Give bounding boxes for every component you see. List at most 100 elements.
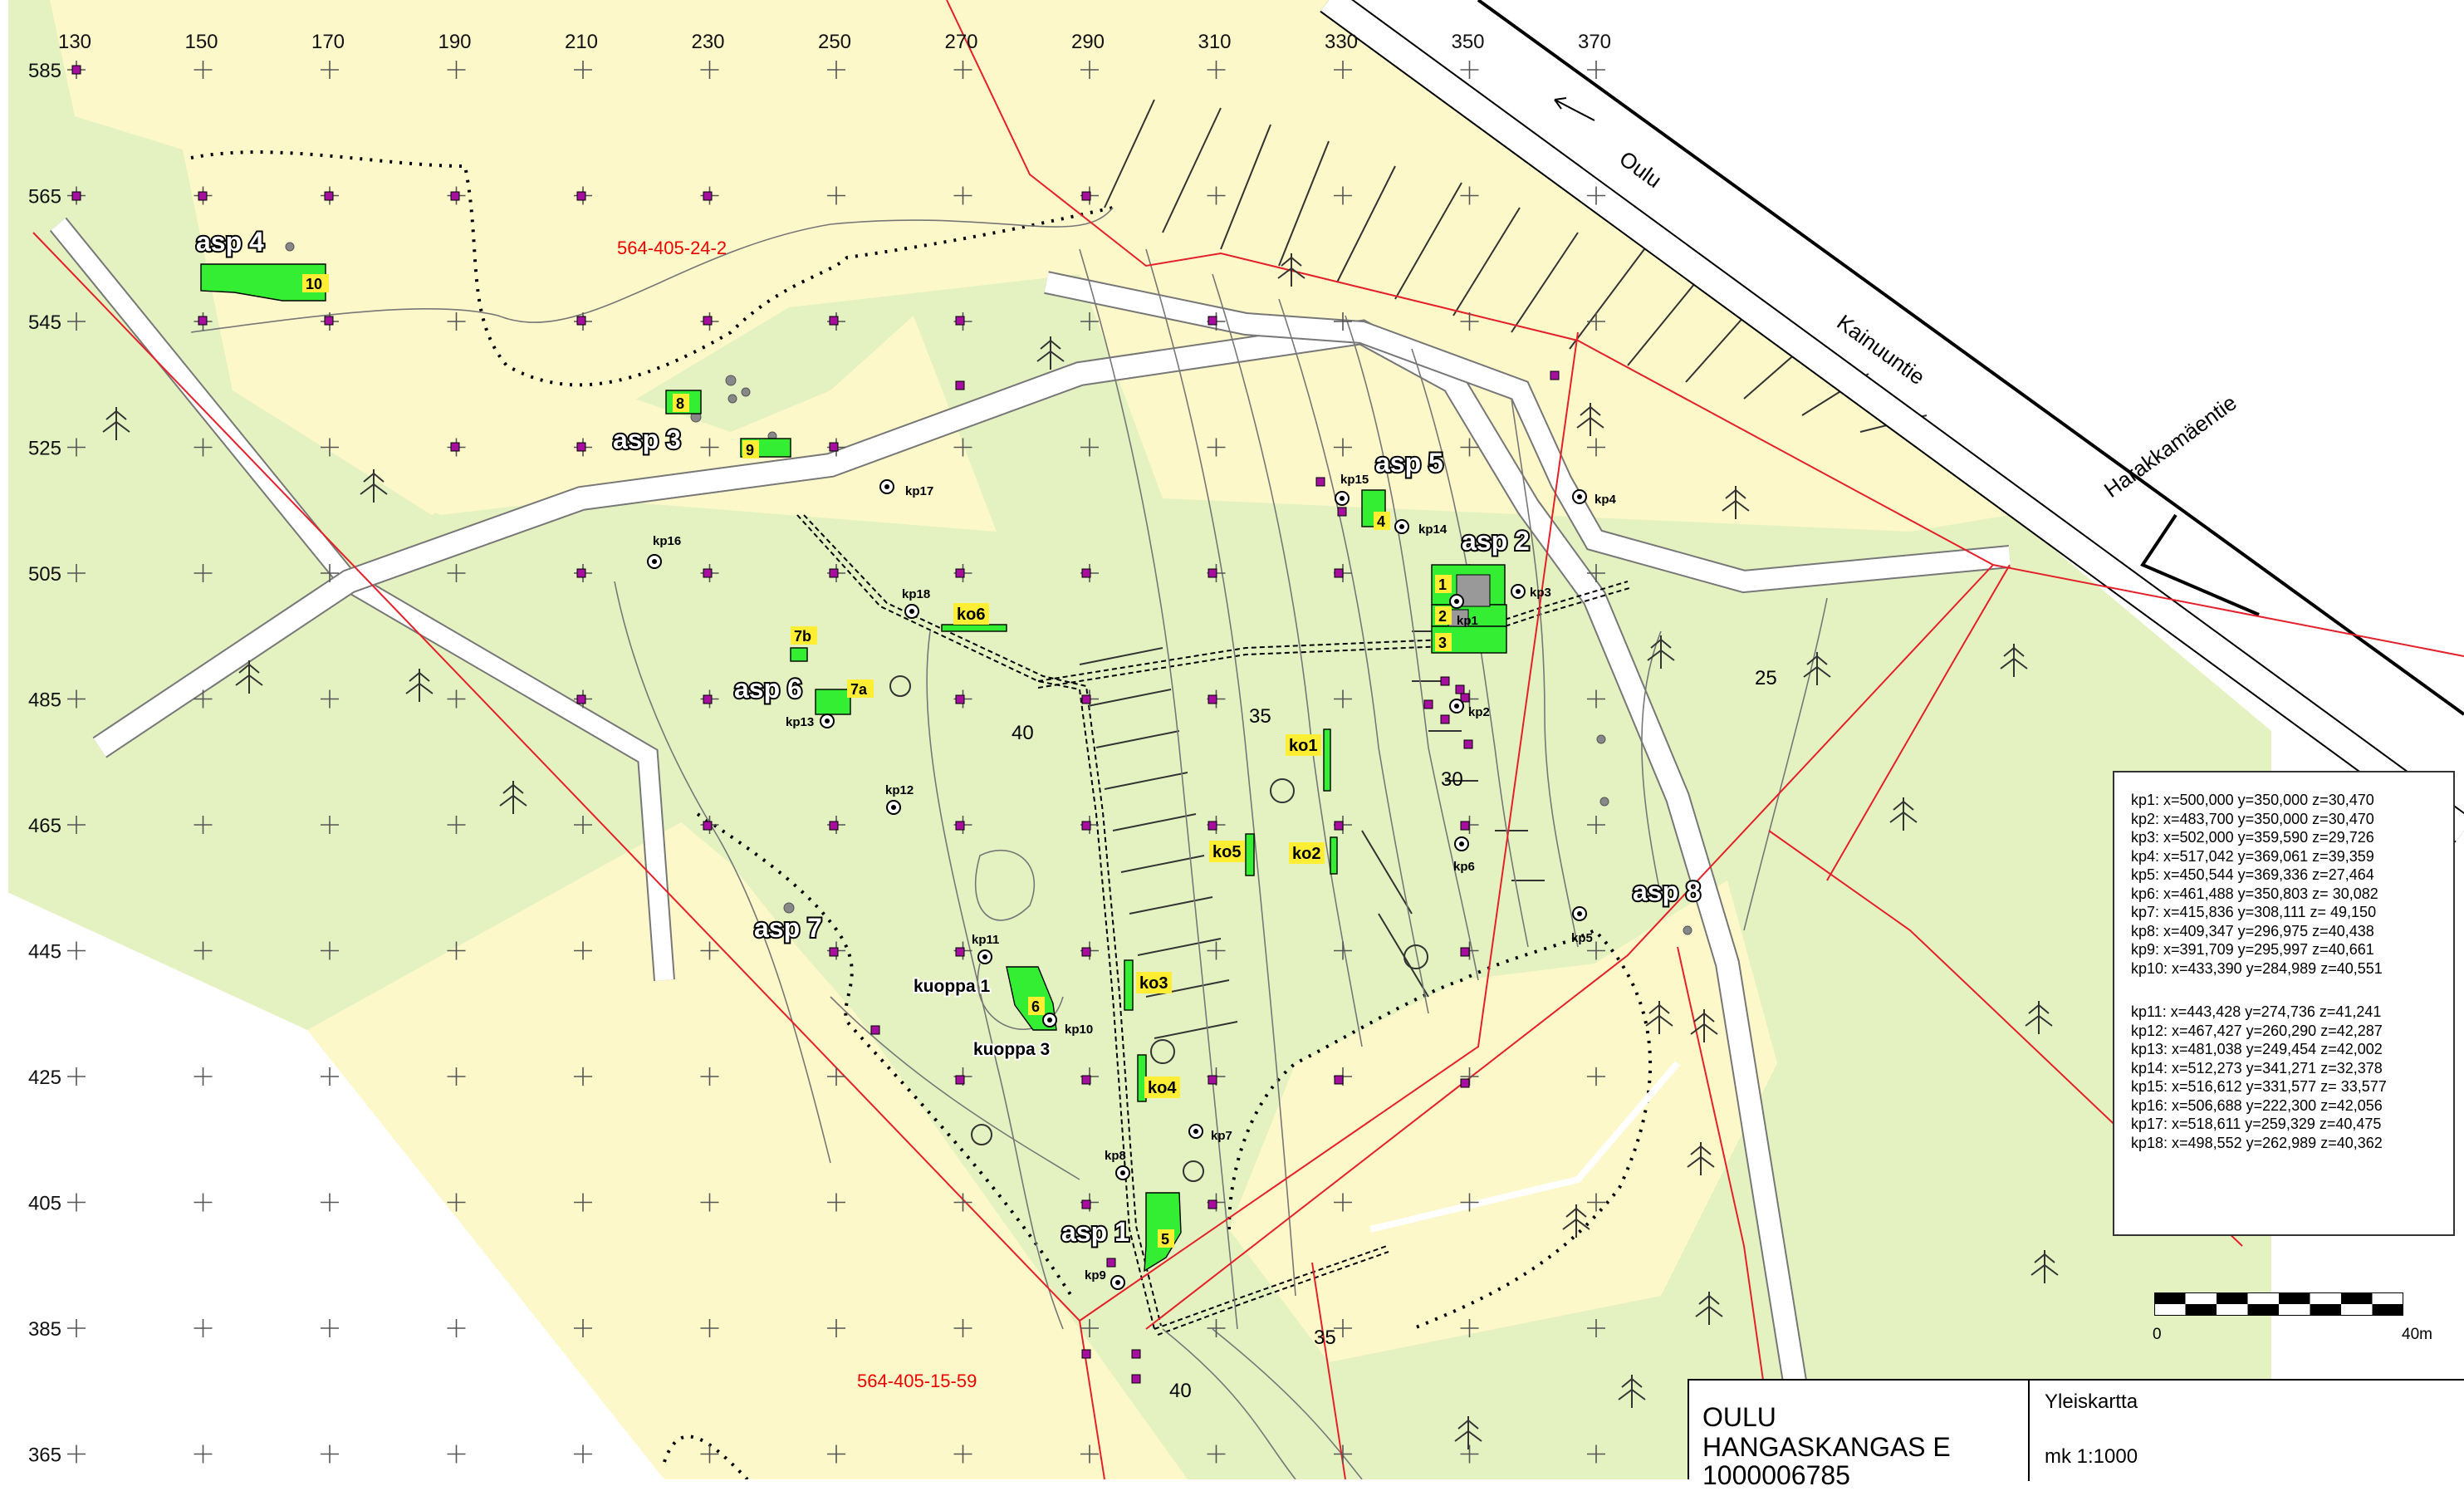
test-pit-label: ko5 [1212, 843, 1241, 861]
grid-cross [827, 1067, 845, 1086]
control-point-dot [652, 559, 657, 564]
grid-cross [1207, 186, 1226, 205]
plot-label: asp 7 [754, 913, 822, 943]
grid-cross [1334, 1193, 1352, 1212]
grid-cross [574, 1067, 592, 1086]
survey-point [1334, 1075, 1344, 1085]
grid-cross [1460, 61, 1479, 79]
left-arrow-icon [1554, 97, 1595, 121]
tree-symbols [102, 253, 2059, 1449]
ko-tag-bg [953, 603, 989, 625]
ruin-symbols [889, 675, 1428, 1182]
control-point-label: kp16 [653, 534, 681, 548]
grid-cross [1587, 438, 1605, 457]
x-axis-tick: 370 [1578, 31, 1611, 53]
test-pit-label: ko4 [1148, 1079, 1177, 1097]
control-point-label: kp2 [1468, 705, 1490, 719]
grid-cross [1207, 1444, 1226, 1464]
area-number-label: 2 [1438, 608, 1447, 625]
control-point-dot [1115, 1280, 1120, 1285]
title-divider [2028, 1381, 2030, 1481]
title-block: OULU HANGASKANGAS E 1000006785 Yleiskart… [1688, 1379, 2464, 1490]
grid-cross [1587, 816, 1605, 834]
grid-cross [953, 186, 972, 205]
grid-cross [1587, 564, 1605, 582]
grid-cross [700, 1319, 719, 1337]
contour-height-label: 35 [1314, 1327, 1336, 1349]
legend-row: kp15: x=516,612 y=331,577 z= 33,577 [2131, 1078, 2387, 1095]
x-axis-tick: 270 [944, 31, 977, 53]
survey-point [1208, 568, 1217, 578]
survey-point [829, 316, 839, 326]
survey-point [1208, 1075, 1217, 1085]
survey-point [1460, 1078, 1470, 1088]
grid-cross [193, 941, 213, 960]
survey-point [955, 947, 965, 957]
survey-point [703, 316, 713, 326]
test-pit-label: ko2 [1292, 845, 1320, 863]
contour-height-label: 35 [1249, 705, 1271, 728]
survey-points [71, 65, 1560, 1384]
grid-cross [193, 1193, 213, 1212]
survey-point [1440, 714, 1450, 724]
grid-cross [953, 61, 972, 79]
grid-cross [1207, 941, 1226, 960]
plot-label: asp 3 [613, 424, 681, 454]
survey-point [1208, 1199, 1217, 1209]
control-point-dot [1047, 1018, 1052, 1023]
grid-cross [193, 1444, 213, 1464]
area-number-label: 7a [850, 681, 868, 698]
x-axis-tick: 310 [1198, 31, 1231, 53]
survey-point [450, 191, 460, 201]
survey-point [1081, 1349, 1091, 1359]
survey-point [1460, 947, 1470, 957]
y-axis-tick: 505 [28, 563, 61, 586]
grid-cross [67, 1319, 86, 1337]
survey-point [829, 442, 839, 452]
survey-point [703, 694, 713, 704]
grid-cross [700, 438, 719, 457]
grid-cross [574, 1444, 592, 1464]
grid-cross [1460, 1193, 1479, 1212]
grid-cross [193, 1067, 213, 1086]
grid-cross [574, 1193, 592, 1212]
grid-cross [321, 941, 339, 960]
grid-cross [1334, 61, 1352, 79]
x-axis-tick: 190 [438, 31, 471, 53]
control-point-dot [1399, 524, 1404, 529]
grid-cross [1207, 61, 1226, 79]
grid-cross [447, 816, 466, 834]
grid-cross [1587, 61, 1605, 79]
legend-row: kp16: x=506,688 y=222,300 z=42,056 [2131, 1096, 2383, 1114]
scale-bar [2154, 1292, 2403, 1316]
control-point-label: kp12 [885, 783, 914, 797]
survey-point [1440, 676, 1450, 686]
control-point-dot [891, 805, 896, 810]
grid-cross [1207, 438, 1226, 457]
y-axis-tick: 465 [28, 815, 61, 837]
map-name: Yleiskartta [2045, 1390, 2138, 1413]
grid-cross [447, 941, 466, 960]
area-tag-bg [302, 274, 329, 292]
field-area-northwest [183, 150, 997, 532]
survey-point [576, 442, 586, 452]
grid-cross [574, 61, 592, 79]
area-tag-bg [1435, 606, 1452, 625]
area-number-label: 8 [676, 395, 684, 412]
pit-label: kuoppa 1 [914, 977, 991, 996]
grid-cross [700, 1193, 719, 1212]
grid-cross [953, 438, 972, 457]
control-point-dot [1193, 1129, 1198, 1134]
grid-cross [1460, 1444, 1479, 1464]
y-axis-tick: 485 [28, 689, 61, 712]
area-tag-bg [673, 394, 689, 412]
survey-point [1550, 370, 1560, 380]
grid-cross [1587, 1193, 1605, 1212]
legend-row: kp5: x=450,544 y=369,336 z=27,464 [2131, 866, 2374, 883]
legend-row: kp6: x=461,488 y=350,803 z= 30,082 [2131, 885, 2378, 902]
grid-cross [321, 1319, 339, 1337]
grid-cross [447, 564, 466, 582]
grid-cross [574, 1319, 592, 1337]
contour-height-label: 25 [1755, 667, 1777, 689]
survey-point [829, 821, 839, 831]
